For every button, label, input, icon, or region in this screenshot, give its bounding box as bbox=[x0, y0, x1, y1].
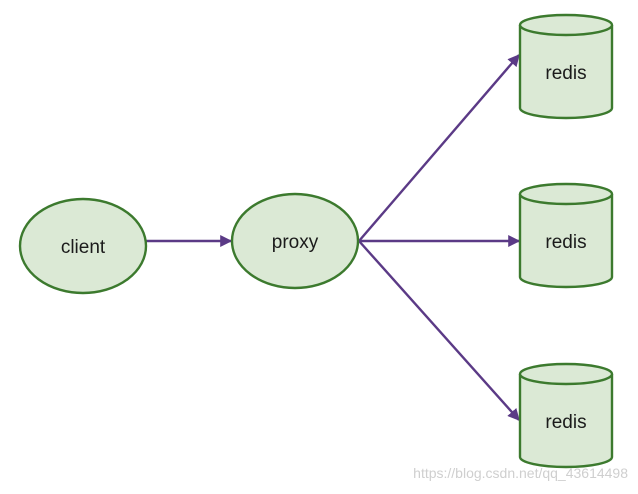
client-node: client bbox=[18, 197, 148, 295]
proxy-label: proxy bbox=[272, 232, 319, 253]
redis-node-top: redis bbox=[518, 13, 614, 120]
proxy-ellipse bbox=[230, 192, 360, 290]
edges bbox=[146, 54, 521, 421]
redis-cylinder-top bbox=[518, 13, 614, 37]
redis-cylinder-top bbox=[518, 362, 614, 386]
redis-label: redis bbox=[545, 63, 586, 84]
client-label: client bbox=[61, 237, 106, 258]
redis-node-middle: redis bbox=[518, 182, 614, 289]
redis-node-bottom: redis bbox=[518, 362, 614, 469]
redis-label: redis bbox=[545, 412, 586, 433]
redis-cylinder-body bbox=[518, 374, 614, 469]
proxy-node: proxy bbox=[230, 192, 360, 290]
edge-proxy-to-redis-top bbox=[358, 54, 520, 242]
client-ellipse bbox=[18, 197, 148, 295]
redis-cylinder-body bbox=[518, 25, 614, 120]
redis-cylinder-body bbox=[518, 194, 614, 289]
redis-cylinder-top bbox=[518, 182, 614, 206]
redis-label: redis bbox=[545, 232, 586, 253]
watermark: https://blog.csdn.net/qq_43614498 bbox=[413, 465, 628, 481]
edge-proxy-to-redis-bottom bbox=[358, 240, 520, 421]
